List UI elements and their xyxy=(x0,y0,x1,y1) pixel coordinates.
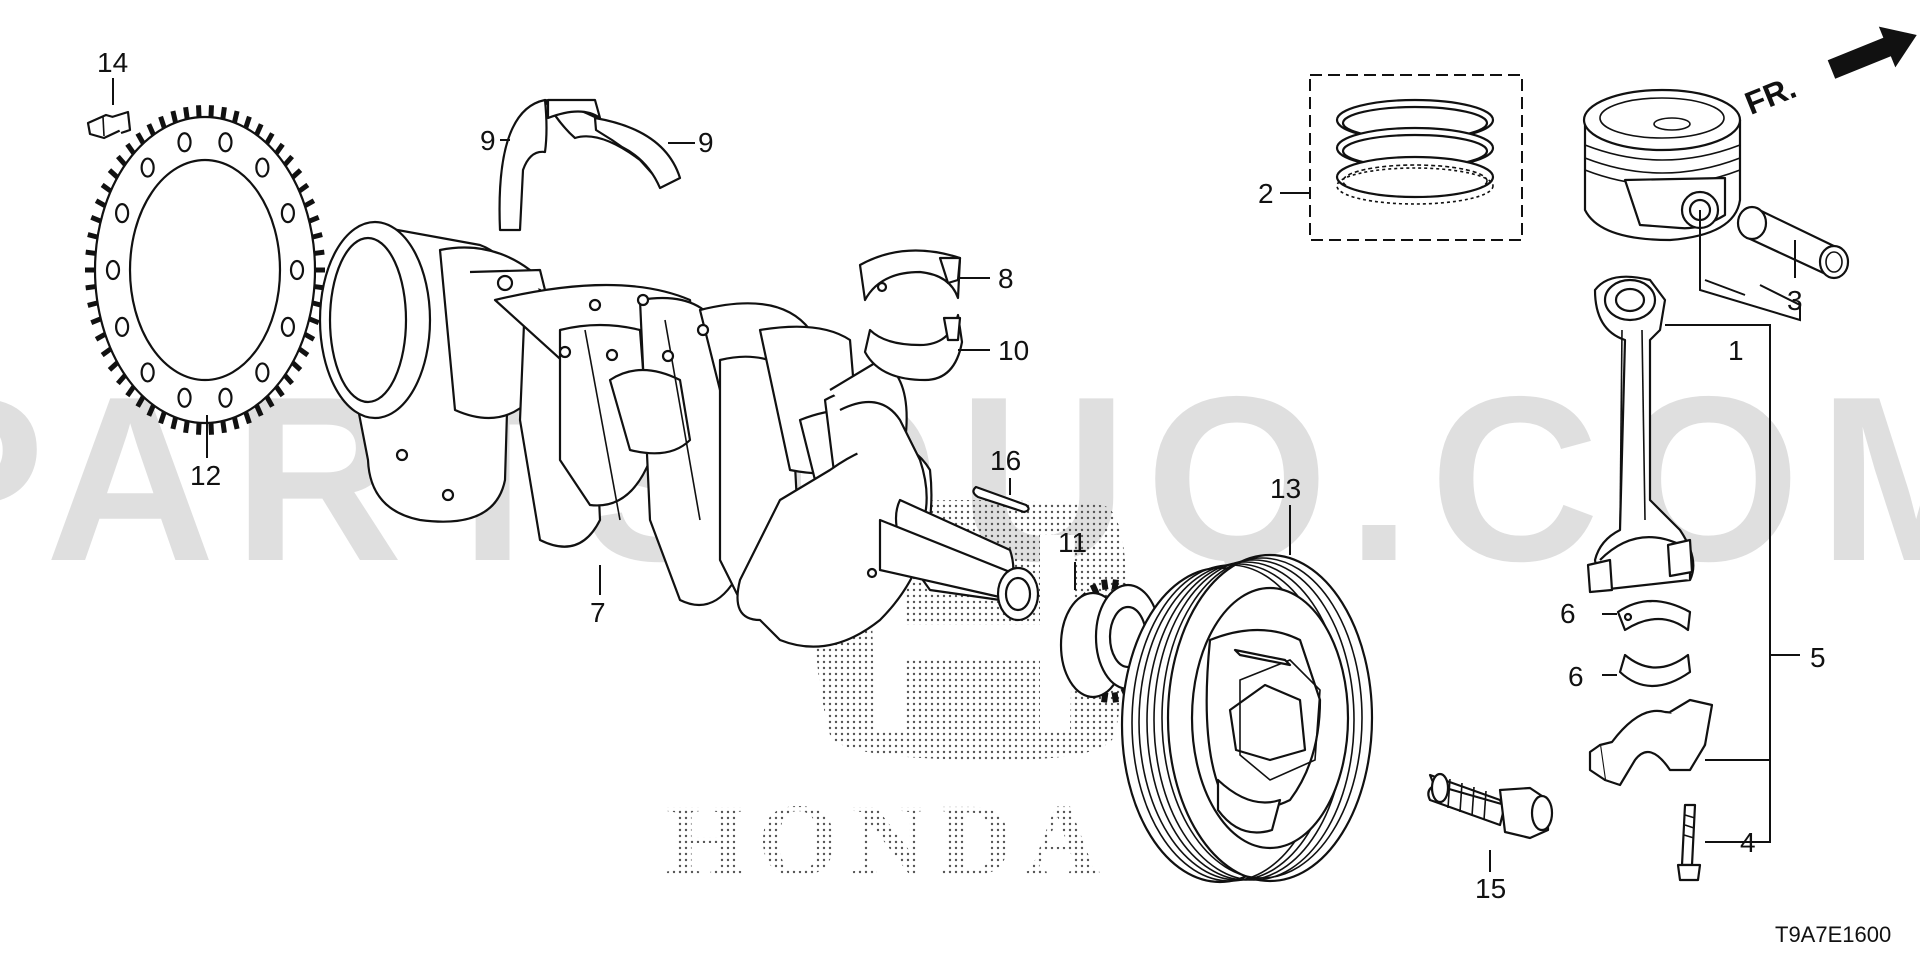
callout-11: 11 xyxy=(1058,527,1087,558)
callout-9-left: 9 xyxy=(480,125,496,156)
callout-1: 1 xyxy=(1728,335,1744,366)
callout-9-right: 9 xyxy=(698,127,714,158)
part-5-rod-cap xyxy=(1588,698,1714,787)
callout-6-lower: 6 xyxy=(1568,661,1584,692)
callout-13: 13 xyxy=(1270,473,1301,504)
callout-16: 16 xyxy=(990,445,1021,476)
part-2-piston-ring-set xyxy=(1309,74,1523,241)
diagram-code: T9A7E1600 xyxy=(1775,922,1891,947)
callout-4: 4 xyxy=(1740,827,1756,858)
callout-5: 5 xyxy=(1810,642,1826,673)
callout-3: 3 xyxy=(1787,285,1803,316)
part-9-thrust-washers xyxy=(498,98,682,232)
callout-6-upper: 6 xyxy=(1560,598,1576,629)
part-5-connecting-rod xyxy=(1586,275,1695,594)
callout-8: 8 xyxy=(998,263,1014,294)
part-16-woodruff-key xyxy=(972,485,1030,514)
part-10-main-bearing-lower xyxy=(863,313,964,382)
callout-12: 12 xyxy=(190,460,221,491)
part-6-rod-bearing-lower xyxy=(1618,653,1692,688)
part-3-piston-pin xyxy=(1736,205,1850,280)
part-4-rod-bolt xyxy=(1676,803,1702,882)
part-6-rod-bearing-upper xyxy=(1616,600,1692,632)
callout-10: 10 xyxy=(998,335,1029,366)
part-14-bolt xyxy=(86,110,132,140)
part-1-piston xyxy=(1582,88,1742,242)
callout-14: 14 xyxy=(97,47,128,78)
part-7-crankshaft xyxy=(318,220,1040,648)
leader-lines xyxy=(112,78,1801,872)
callout-7: 7 xyxy=(590,597,606,628)
front-direction-label: FR. xyxy=(1740,69,1801,122)
part-15-pulley-bolt xyxy=(1427,772,1554,840)
callout-labels: 14 12 9 9 8 10 16 11 13 7 2 15 3 1 5 6 6… xyxy=(97,47,1826,904)
part-12-reluctor-ring xyxy=(85,105,325,435)
part-13-crank-pulley xyxy=(1120,553,1374,884)
front-direction-arrow-icon: FR. xyxy=(1740,26,1917,122)
callout-2: 2 xyxy=(1258,178,1274,209)
honda-wordmark: HONDA xyxy=(665,783,1112,898)
part-8-main-bearing-upper xyxy=(858,249,962,302)
callout-15: 15 xyxy=(1475,873,1506,904)
